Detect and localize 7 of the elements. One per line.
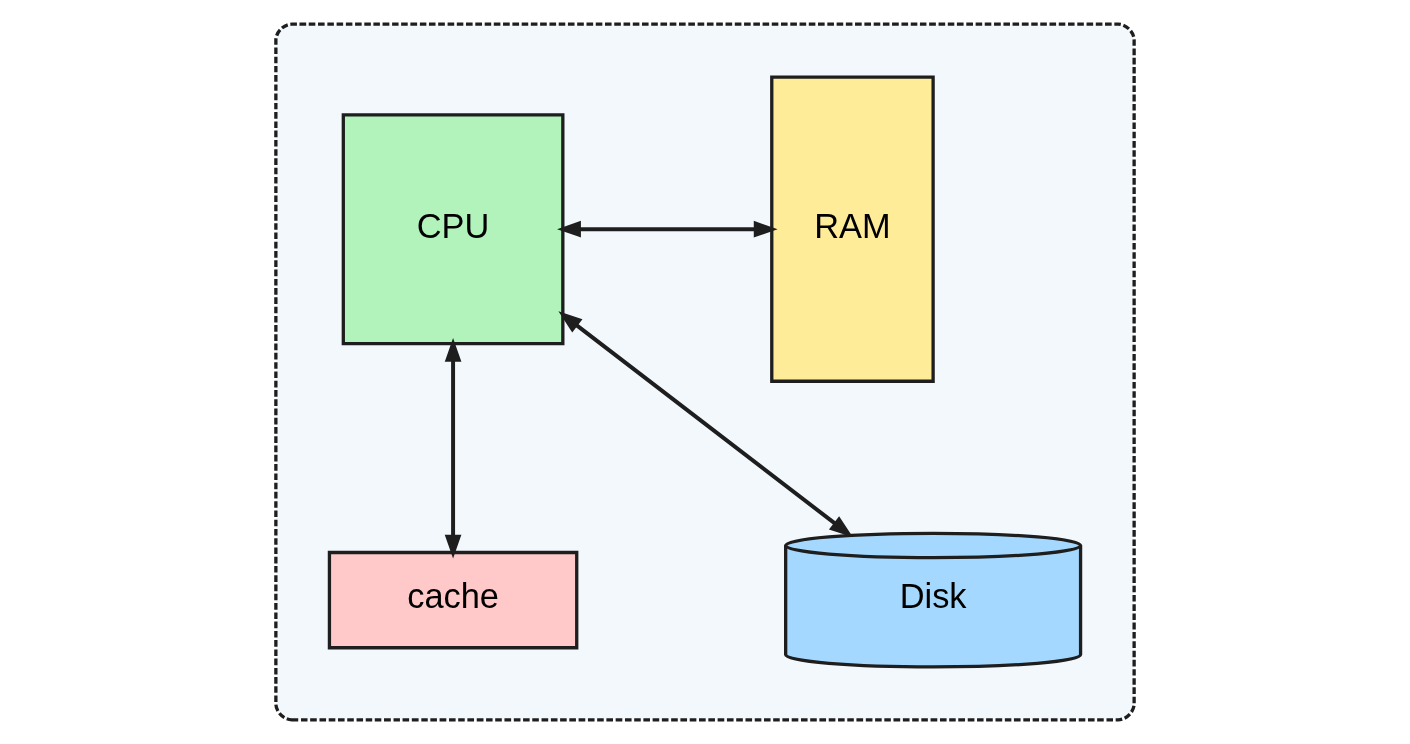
arrow — [558, 311, 853, 538]
node-box: CPU — [341, 113, 565, 346]
node-box: cache — [327, 550, 579, 650]
arrow — [557, 220, 778, 238]
arrow — [444, 338, 462, 559]
cluster — [274, 22, 1136, 722]
node-box: RAM — [770, 75, 935, 383]
